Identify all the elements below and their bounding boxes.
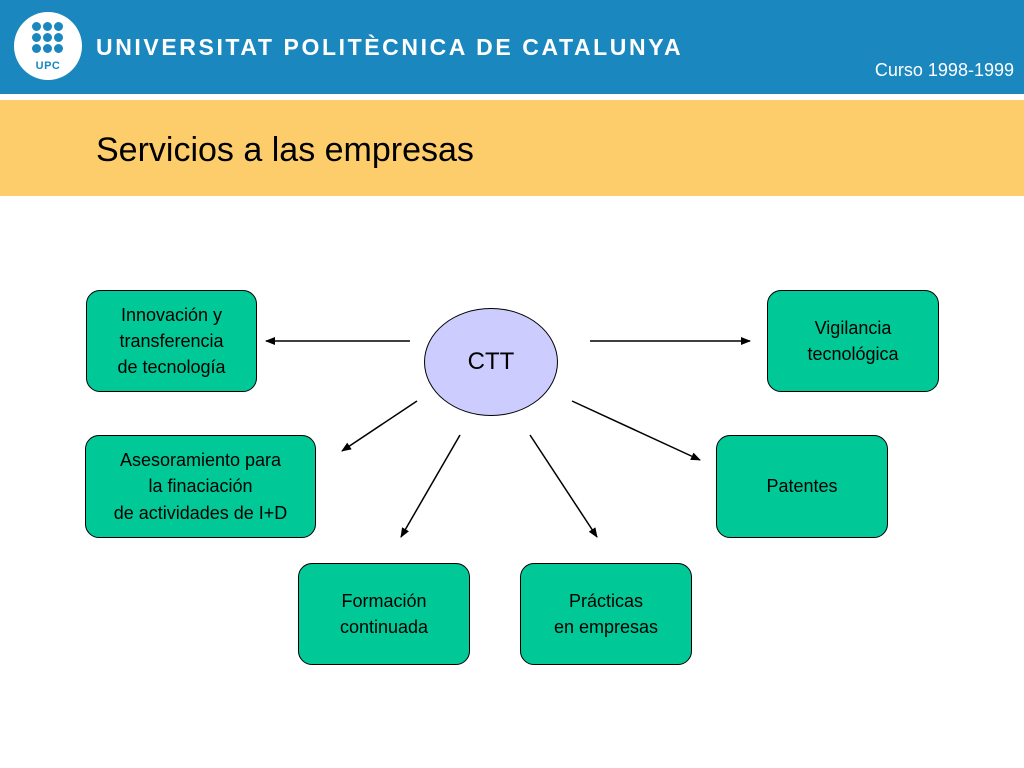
node-patentes: Patentes (716, 435, 888, 538)
arrow-to-formacion (400, 434, 461, 538)
node-asesoramiento: Asesoramiento para la finaciación de act… (85, 435, 316, 538)
node-practicas: Prácticas en empresas (520, 563, 692, 665)
university-name: UNIVERSITAT POLITÈCNICA DE CATALUNYA (96, 34, 684, 60)
arrow-to-patentes (571, 400, 701, 461)
title-band (0, 100, 1024, 196)
arrow-to-asesoramiento (341, 400, 418, 452)
upc-logo: UPC (14, 12, 82, 80)
arrow-to-practicas (529, 434, 598, 538)
course-label: Curso 1998-1999 (874, 60, 1014, 80)
node-formacion: Formación continuada (298, 563, 470, 665)
node-vigilancia: Vigilancia tecnológica (767, 290, 939, 392)
ctt-node: CTT (424, 308, 558, 416)
header-separator (0, 94, 1024, 100)
node-innovacion: Innovación y transferencia de tecnología (86, 290, 257, 392)
header-bar: UPC UNIVERSITAT POLITÈCNICA DE CATALUNYA… (0, 0, 1024, 94)
logo-text: UPC (35, 60, 61, 72)
slide-title: Servicios a las empresas (96, 131, 474, 169)
